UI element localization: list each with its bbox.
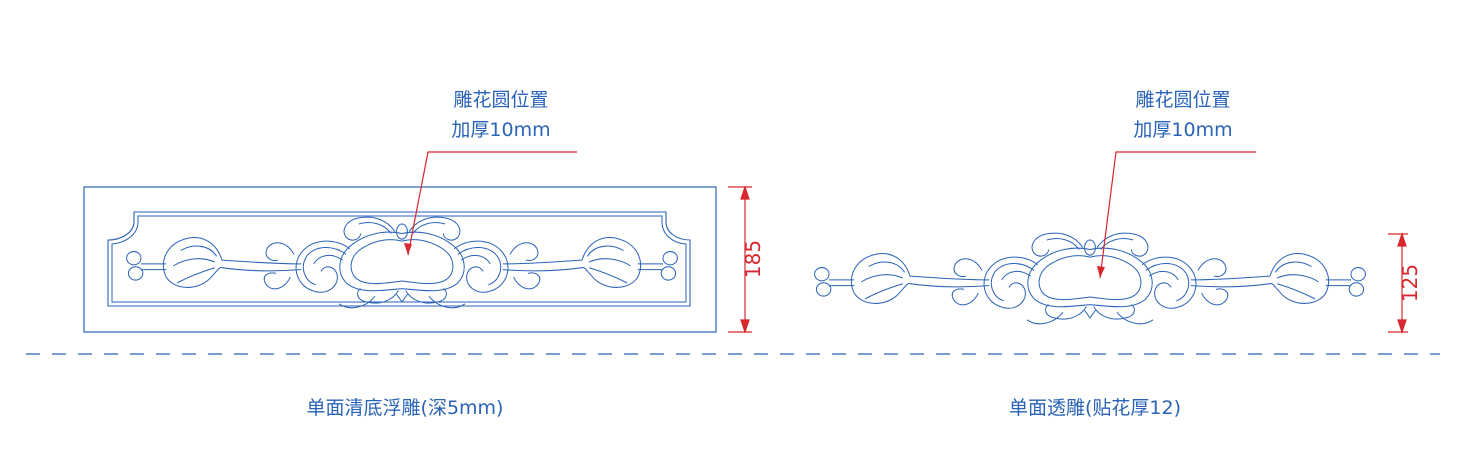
left-ornament (127, 217, 678, 308)
right-panel (815, 151, 1408, 334)
left-callout-line2: 加厚10mm (451, 119, 551, 141)
right-dimension (1388, 232, 1408, 334)
right-callout-line2: 加厚10mm (1133, 119, 1233, 141)
left-leader-line (407, 151, 577, 256)
right-callout-line1: 雕花圆位置 (1135, 89, 1231, 111)
left-caption: 单面清底浮雕(深5mm) (306, 397, 504, 419)
left-inner-frame-offset (111, 215, 687, 303)
left-inner-frame (107, 211, 691, 307)
right-caption: 单面透雕(贴花厚12) (1008, 397, 1181, 419)
left-leader-arrow (404, 243, 412, 255)
left-dimension-value: 185 (741, 240, 765, 278)
right-leader-arrow (1097, 266, 1105, 278)
left-outer-frame (83, 186, 717, 333)
left-callout-line1: 雕花圆位置 (453, 89, 549, 111)
right-leader-line (1099, 151, 1256, 279)
right-ornament (815, 233, 1366, 324)
left-dimension (728, 185, 752, 334)
left-panel (83, 151, 752, 334)
right-dimension-value: 125 (1398, 264, 1422, 302)
